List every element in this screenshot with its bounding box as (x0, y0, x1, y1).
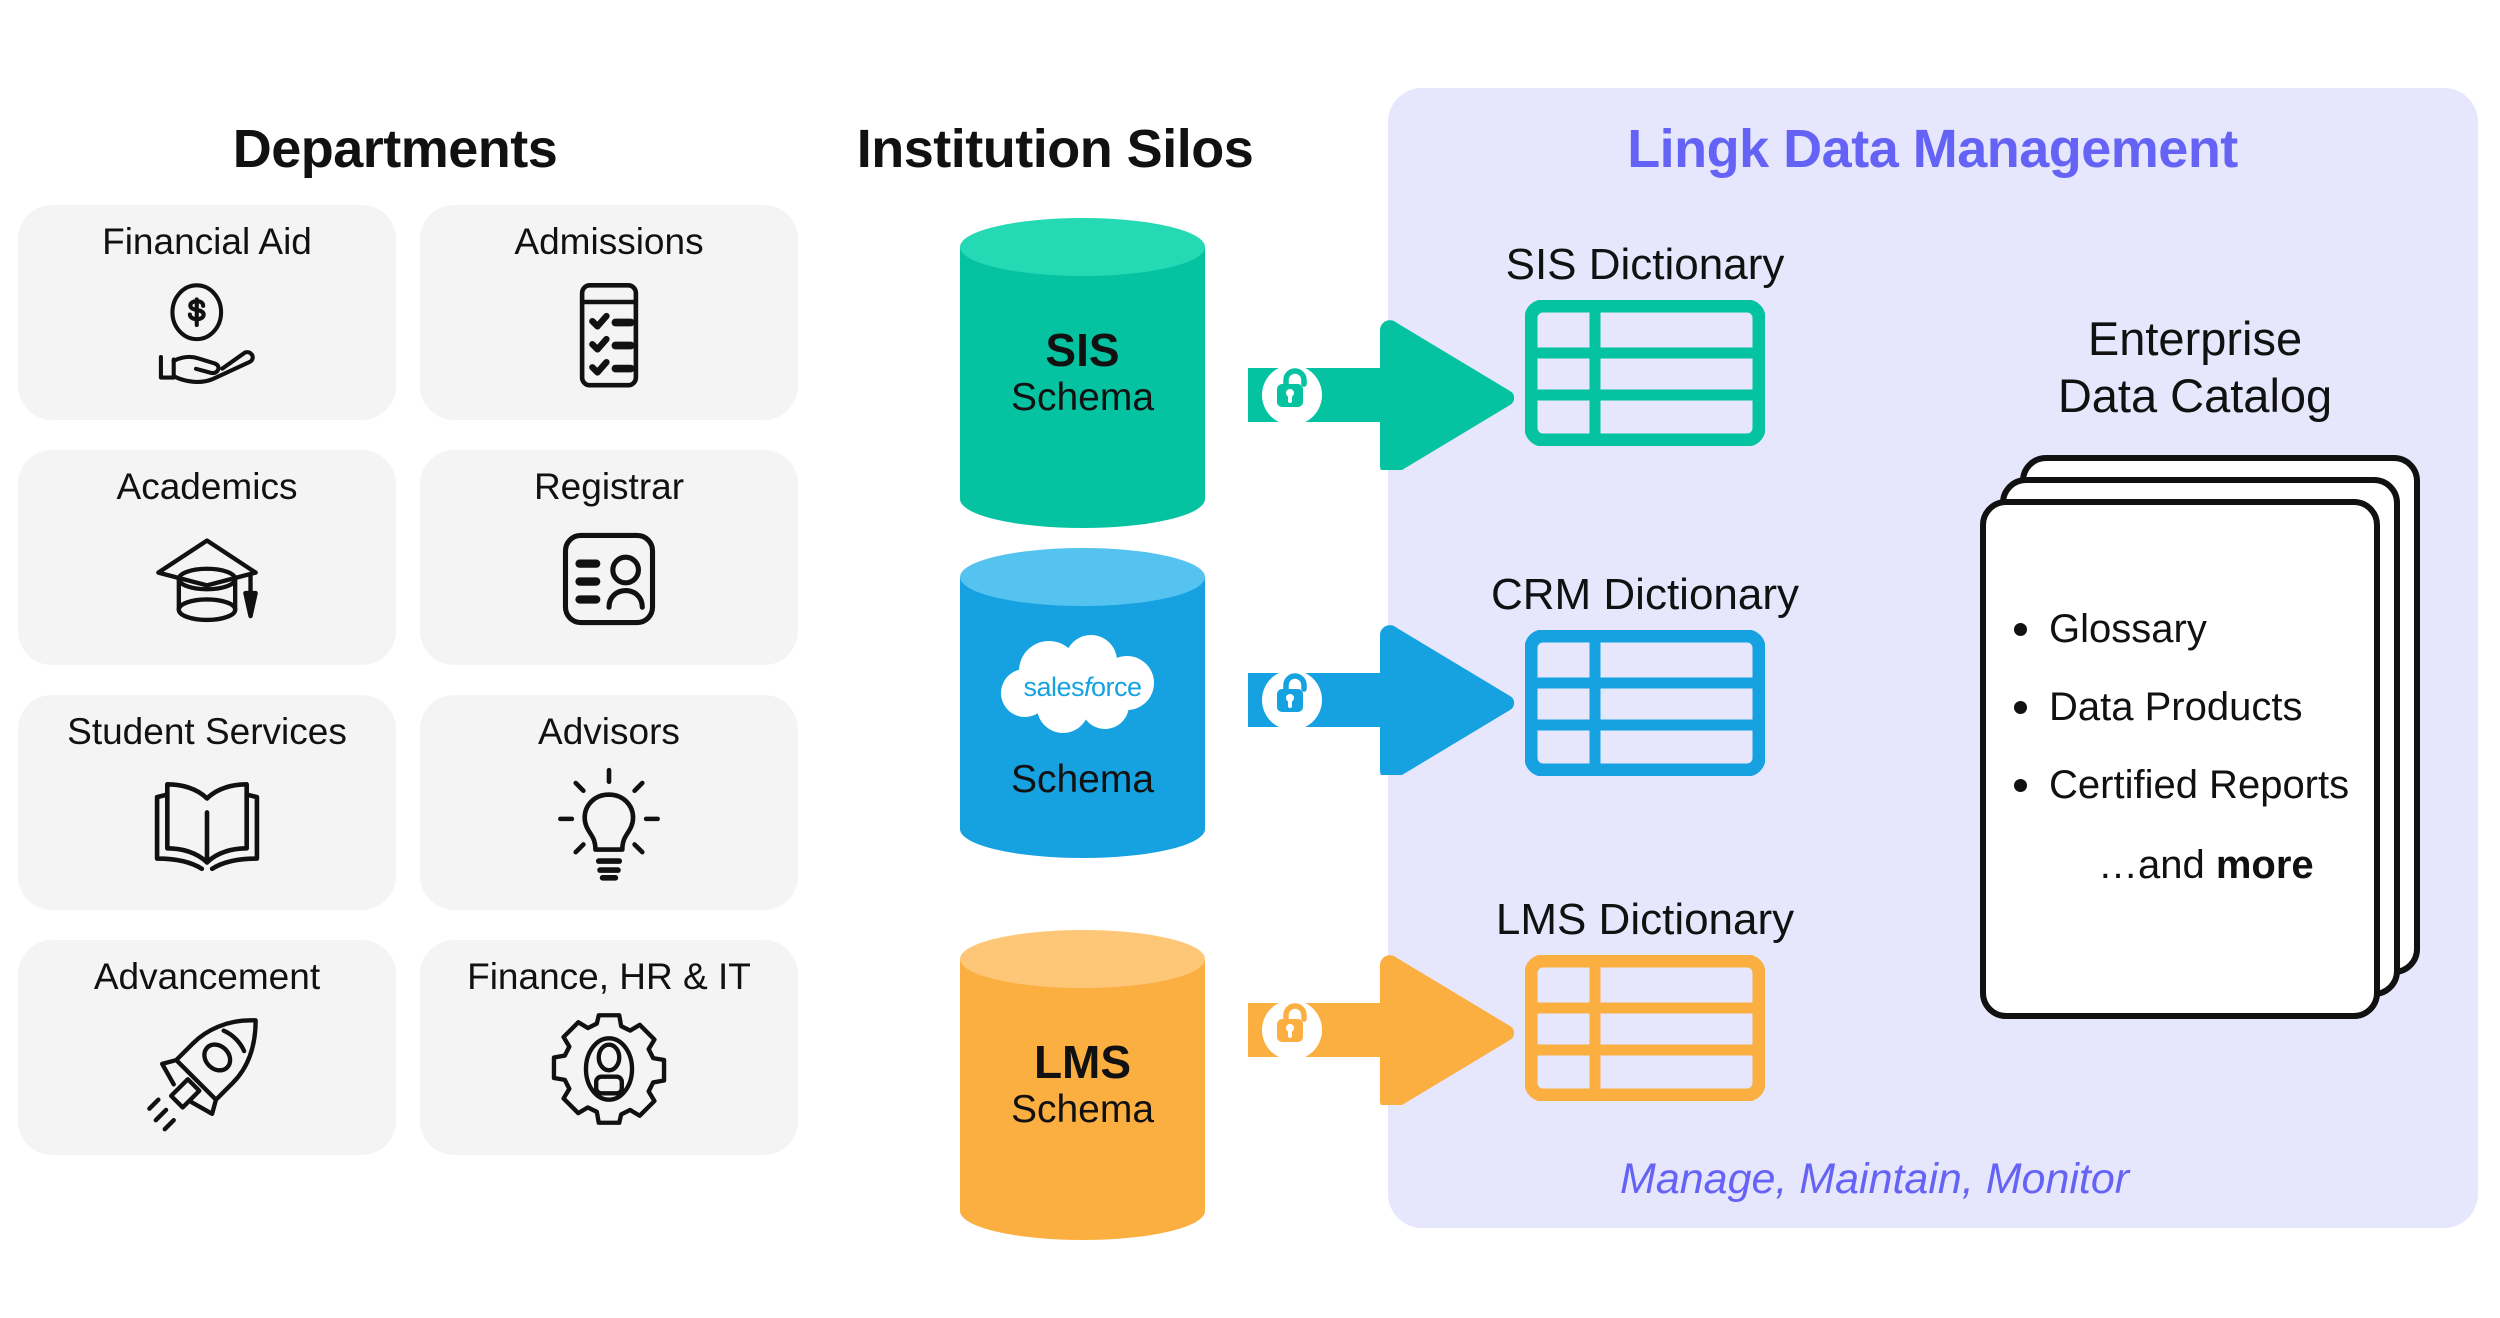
catalog-list-item: Data Products (2014, 687, 2380, 727)
department-card-academics[interactable]: Academics (18, 450, 396, 665)
arrow-sis-to-sis-dictionary (1248, 320, 1518, 470)
and-more-bold: more (2215, 843, 2314, 887)
department-label: Finance, HR & IT (467, 956, 751, 997)
catalog-card-front (1980, 499, 2380, 1019)
departments-grid: Financial Aid Admissions (18, 205, 798, 1155)
cylinder-top (960, 218, 1205, 276)
department-label: Advancement (93, 956, 321, 997)
department-card-student-services[interactable]: Student Services (18, 695, 396, 910)
arrow-crm-to-crm-dictionary (1248, 625, 1518, 775)
gear-person-icon (545, 1005, 673, 1133)
silo-name: LMS (1033, 1036, 1132, 1089)
salesforce-cloud-logo: salesforce (987, 631, 1179, 743)
cylinder-top (960, 930, 1205, 988)
lingk-data-management-heading: Lingk Data Management (1627, 119, 2238, 179)
dictionary-lms: LMS Dictionary (1455, 895, 1835, 1101)
id-card-icon (545, 515, 673, 643)
graduation-cap-icon (143, 515, 271, 643)
hand-holding-dollar-icon (143, 270, 271, 398)
catalog-item-label: Glossary (2049, 607, 2207, 651)
table-grid-icon (1525, 630, 1765, 776)
bullet-icon (2014, 700, 2027, 714)
silo-cylinder-crm: salesforce Schema (960, 548, 1205, 858)
silo-name: SIS (1045, 324, 1120, 377)
lingk-panel-footer-tagline: Manage, Maintain, Monitor (1620, 1155, 2130, 1203)
catalog-item-label: Certified Reports (2049, 763, 2350, 807)
department-card-admissions[interactable]: Admissions (420, 205, 798, 420)
salesforce-wordmark: salesforce (1023, 672, 1142, 703)
dictionary-label: LMS Dictionary (1495, 895, 1795, 944)
table-grid-icon (1525, 300, 1765, 446)
silo-cylinder-sis: SIS Schema (960, 218, 1205, 528)
silo-cylinder-lms: LMS Schema (960, 930, 1205, 1240)
departments-heading: Departments (232, 119, 558, 179)
dictionary-sis: SIS Dictionary (1455, 240, 1835, 446)
catalog-list-item: Glossary (2014, 609, 2380, 649)
catalog-title-line-2: Data Catalog (2057, 369, 2333, 423)
silo-subtitle: Schema (1010, 375, 1155, 419)
lightbulb-icon (545, 760, 673, 888)
checklist-clipboard-icon (545, 270, 673, 398)
dictionary-label: CRM Dictionary (1490, 570, 1800, 619)
dictionary-crm: CRM Dictionary (1455, 570, 1835, 776)
silo-subtitle: Schema (1010, 757, 1155, 801)
rocket-icon (143, 1005, 271, 1133)
arrow-lms-to-lms-dictionary (1248, 955, 1518, 1105)
cylinder-top (960, 548, 1205, 606)
catalog-item-label: Data Products (2049, 685, 2303, 729)
table-grid-icon (1525, 955, 1765, 1101)
catalog-list-item: Certified Reports (2014, 765, 2380, 805)
cylinder-body (960, 247, 1205, 499)
dictionary-label: SIS Dictionary (1505, 240, 1785, 289)
catalog-title-line-1: Enterprise (2087, 312, 2303, 365)
department-card-registrar[interactable]: Registrar (420, 450, 798, 665)
department-label: Registrar (533, 466, 685, 507)
enterprise-data-catalog-title: Enterprise Data Catalog (1960, 310, 2430, 425)
enterprise-data-catalog-stack: Glossary Data Products Certified Reports… (1980, 455, 2440, 1019)
catalog-and-more: …and more (2098, 843, 2380, 888)
department-card-advisors[interactable]: Advisors (420, 695, 798, 910)
open-book-icon (143, 760, 271, 888)
department-label: Academics (116, 466, 298, 507)
department-label: Financial Aid (102, 221, 312, 262)
and-more-prefix: …and (2098, 843, 2216, 887)
bullet-icon (2014, 778, 2027, 792)
cylinder-body (960, 959, 1205, 1211)
department-label: Admissions (514, 221, 704, 262)
institution-silos-heading: Institution Silos (856, 119, 1254, 179)
department-label: Advisors (538, 711, 680, 752)
department-card-advancement[interactable]: Advancement (18, 940, 396, 1155)
bullet-icon (2014, 622, 2027, 636)
department-card-financial-aid[interactable]: Financial Aid (18, 205, 396, 420)
silo-subtitle: Schema (1010, 1087, 1155, 1131)
department-card-finance-hr-it[interactable]: Finance, HR & IT (420, 940, 798, 1155)
catalog-item-list: Glossary Data Products Certified Reports… (1980, 499, 2380, 1019)
department-label: Student Services (67, 711, 347, 752)
